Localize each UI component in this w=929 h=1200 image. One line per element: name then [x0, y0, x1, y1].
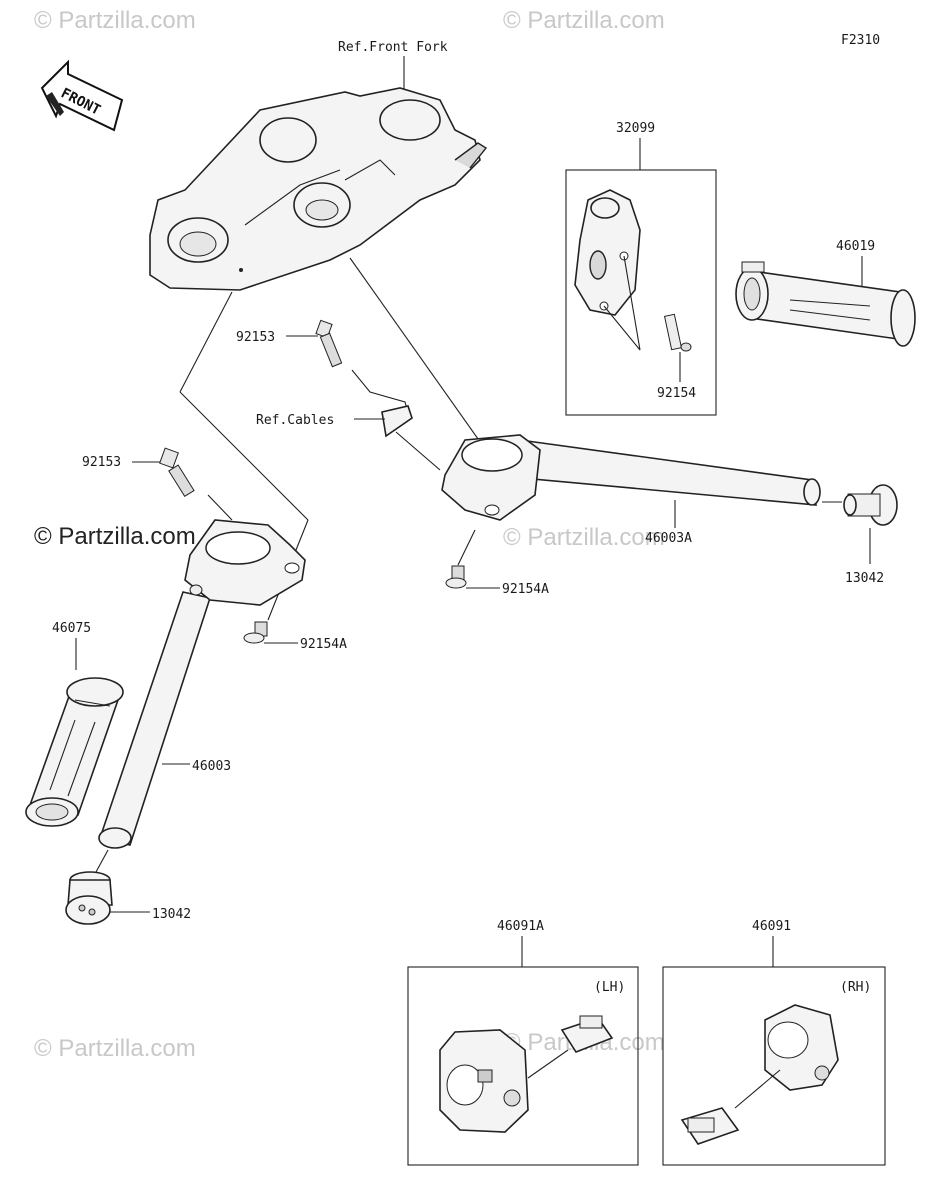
watermark-top-left: © Partzilla.com	[34, 7, 196, 34]
part-92154A-right-label: 92154A	[502, 582, 549, 597]
watermark-bold: © Partzilla.com	[34, 523, 196, 550]
leader-clamp-left	[179, 291, 233, 393]
part-46003-label: 46003	[192, 759, 231, 774]
part-92153-left-label: 92153	[82, 455, 121, 470]
switch-rh	[680, 1004, 839, 1145]
bar-end-13042-right	[843, 484, 898, 526]
leader-screw-a	[623, 255, 641, 351]
ref-front-fork-label: Ref.Front Fork	[338, 40, 448, 55]
part-32099-label: 32099	[616, 121, 655, 136]
leader-clamp-right	[349, 257, 501, 471]
bolt-92153-top	[315, 319, 343, 368]
watermark-top-mid: © Partzilla.com	[503, 7, 665, 34]
throttle-housing	[574, 189, 641, 316]
handlebar-46003A	[441, 434, 821, 521]
part-92154-label: 92154	[657, 386, 696, 401]
bolt-92154A-left	[243, 621, 268, 644]
part-13042-right-label: 13042	[845, 571, 884, 586]
part-46003A-label: 46003A	[645, 531, 692, 546]
watermark-bottom-left: © Partzilla.com	[34, 1035, 196, 1062]
part-46091A-label: 46091A	[497, 919, 544, 934]
leader-cables-2	[395, 431, 441, 471]
leader-92154A-right-up	[457, 529, 476, 566]
leader-bolt-left-down	[207, 494, 233, 521]
rh-label: (RH)	[840, 980, 871, 995]
part-92154A-left-label: 92154A	[300, 637, 347, 652]
part-46075-label: 46075	[52, 621, 91, 636]
triple-clamp	[149, 87, 488, 291]
bracket-plate	[381, 405, 413, 438]
part-13042-left-label: 13042	[152, 907, 191, 922]
diagram-id: F2310	[841, 33, 880, 48]
front-arrow-icon: FRONT	[40, 59, 124, 132]
box-46091	[662, 966, 886, 1166]
screw-92154	[663, 313, 692, 352]
ref-cables-label: Ref.Cables	[256, 413, 334, 428]
switch-lh	[439, 1015, 614, 1133]
leader-bar-end-l-up	[95, 849, 109, 873]
bar-end-13042-left	[65, 871, 113, 925]
box-46091A	[407, 966, 639, 1166]
handlebar-46003	[98, 519, 306, 849]
bolt-92154A-right	[445, 565, 467, 589]
bolt-92153-left	[159, 447, 195, 498]
watermark-mid: © Partzilla.com	[503, 524, 665, 551]
part-92153-top-label: 92153	[236, 330, 275, 345]
part-46091-label: 46091	[752, 919, 791, 934]
part-46019-label: 46019	[836, 239, 875, 254]
leader-clamp-left-2	[179, 391, 309, 521]
lh-label: (LH)	[594, 980, 625, 995]
leader-screw-b	[603, 305, 641, 351]
box-32099	[565, 169, 717, 416]
grip-46075	[25, 677, 124, 827]
grip-46019	[735, 261, 916, 347]
